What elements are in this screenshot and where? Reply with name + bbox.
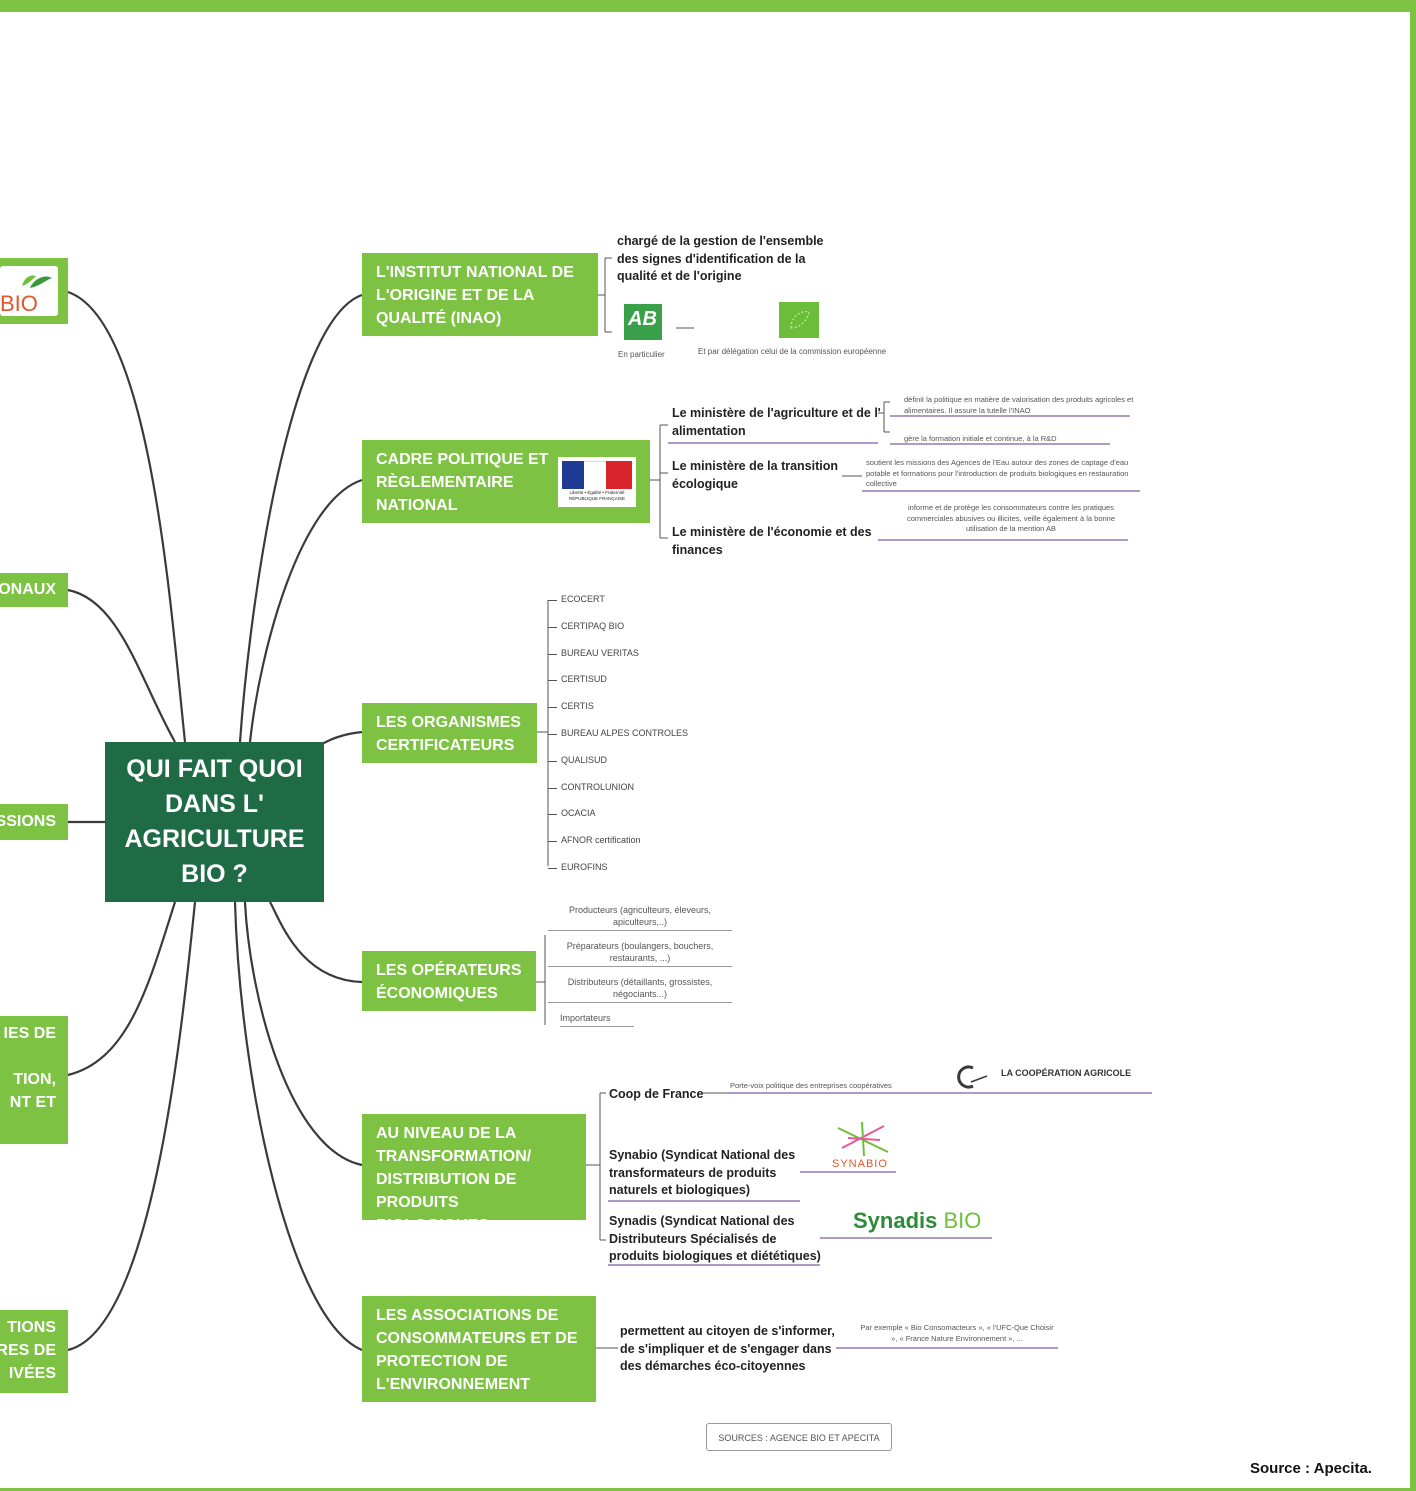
certifier-item: EUROFINS — [561, 862, 608, 872]
certifier-tick — [548, 653, 557, 655]
link-right-cadre — [248, 478, 363, 743]
certifier-tick — [548, 868, 557, 869]
center-line-1: QUI FAIT QUOI — [126, 755, 303, 783]
eu-caption: Et par délégation celui de la commission… — [698, 347, 887, 356]
certifier-tick — [548, 734, 557, 735]
left-node-2: ONAUX — [0, 573, 68, 607]
left-node-bio: BIO — [0, 258, 68, 324]
ministry-transition-note: soutient les missions des Agences de l'E… — [866, 458, 1129, 488]
node-cadre: CADRE POLITIQUE ET RÈGLEMENTAIRE NATIONA… — [362, 440, 650, 523]
link-left-4 — [67, 901, 177, 1077]
node-organismes: LES ORGANISMES CERTIFICATEURS — [362, 703, 537, 763]
certifier-tick — [548, 760, 557, 762]
ab-caption: En particulier — [618, 350, 665, 359]
org-bracket — [537, 600, 549, 866]
certifier-item: AFNOR certification — [561, 835, 641, 846]
certifier-tick — [548, 626, 557, 628]
operator-item: Producteurs (agriculteurs, éleveurs, api… — [548, 904, 732, 931]
node-transformation: AU NIVEAU DE LA TRANSFORMATION/ DISTRIBU… — [362, 1114, 586, 1234]
certifier-item: QUALISUD — [561, 754, 608, 765]
ministry-economie-note: informe et de protège les consommateurs … — [906, 503, 1116, 533]
certifier-tick — [548, 814, 557, 816]
link-left-2 — [67, 588, 176, 743]
synadis-logo: Synadis BIO — [853, 1208, 982, 1233]
ab-logo: AB — [624, 304, 662, 340]
marianne-logo: Liberté • Égalité • Fraternité RÉPUBLIQU… — [558, 457, 636, 507]
inao-description: chargé de la gestion de l'ensemble des s… — [617, 234, 824, 283]
op-bracket — [536, 935, 546, 1025]
ministry-agriculture: Le ministère de l'agriculture et de l' a… — [672, 406, 881, 438]
certifier-tick — [548, 787, 557, 789]
center-line-2: DANS L' — [165, 790, 264, 818]
left-node-5: TIONS RES DE IVÉES — [0, 1310, 68, 1393]
leaf-icon — [22, 275, 52, 288]
node-operateurs: LES OPÉRATEURS ÉCONOMIQUES — [362, 951, 536, 1011]
operator-item: Distributeurs (détaillants, grossistes, … — [548, 976, 732, 1003]
bio-logo-text: BIO — [0, 291, 38, 316]
certifier-tick — [548, 707, 557, 709]
certifier-item: CERTISUD — [561, 674, 607, 685]
ministry-transition: Le ministère de la transition écologique — [672, 459, 839, 491]
certifier-tick — [548, 841, 557, 843]
synabio-star-icon — [837, 1121, 889, 1157]
link-right-trans — [243, 901, 363, 1167]
synabio-logo: SYNABIO — [828, 1118, 898, 1174]
synadis: Synadis (Syndicat National des Distribut… — [609, 1214, 821, 1263]
coop-note: Porte-voix politique des entreprises coo… — [730, 1081, 892, 1090]
operator-item: Importateurs — [560, 1012, 634, 1027]
certifier-item: BUREAU VERITAS — [561, 647, 639, 658]
ministry-agriculture-note-1: définit la politique en matière de valor… — [904, 395, 1134, 415]
certifier-item: OCACIA — [561, 808, 596, 819]
coop-de-france: Coop de France — [609, 1087, 704, 1101]
eu-leaf-icon — [790, 311, 810, 329]
link-left-1 — [67, 290, 187, 743]
certifier-tick — [548, 600, 557, 601]
trans-bracket — [586, 1092, 606, 1241]
sources-box: SOURCES : AGENCE BIO ET APECITA — [706, 1423, 892, 1451]
certifier-tick — [548, 680, 557, 682]
certifier-item: ECOCERT — [561, 594, 605, 604]
ministry-economie: Le ministère de l'économie et des financ… — [672, 525, 872, 557]
cooperation-agricole-logo: LA COOPÉRATION AGRICOLE — [953, 1064, 1138, 1090]
associations-description: permettent au citoyen de s'informer, de … — [620, 1324, 835, 1373]
certifier-item: CONTROLUNION — [561, 781, 635, 792]
node-associations: LES ASSOCIATIONS DE CONSOMMATEURS ET DE … — [362, 1296, 596, 1402]
source-credit: Source : Apecita. — [1250, 1460, 1372, 1477]
link-right-inao — [238, 293, 363, 743]
certifier-item: CERTIS — [561, 701, 594, 712]
left-node-3: SSIONS — [0, 804, 68, 840]
bio-logo-badge: BIO — [0, 266, 58, 316]
inao-bracket — [598, 257, 612, 333]
center-line-4: BIO ? — [181, 860, 248, 888]
operator-item: Préparateurs (boulangers, bouchers, rest… — [548, 940, 732, 967]
link-left-5 — [67, 901, 197, 1352]
ministry-agriculture-note-2: gère la formation initiale et continue, … — [904, 434, 1057, 443]
cooperation-c-icon — [957, 1065, 988, 1089]
central-node: QUI FAIT QUOI DANS L' AGRICULTURE BIO ? — [105, 742, 324, 902]
certifier-item: CERTIPAQ BIO — [561, 620, 625, 631]
link-right-op — [269, 901, 363, 984]
eu-organic-logo — [779, 302, 819, 338]
certifier-item: BUREAU ALPES CONTROLES — [561, 728, 689, 738]
link-right-assoc — [233, 901, 363, 1352]
cadre-bracket — [650, 424, 668, 539]
associations-example: Par exemple « Bio Consomacteurs », « l'U… — [860, 1323, 1054, 1343]
node-inao: L'INSTITUT NATIONAL DE L'ORIGINE ET DE L… — [362, 253, 598, 336]
synabio: Synabio (Syndicat National des transform… — [609, 1148, 796, 1197]
center-line-3: AGRICULTURE — [124, 825, 305, 853]
left-node-4: IES DE TION, NT ET — [0, 1016, 68, 1144]
